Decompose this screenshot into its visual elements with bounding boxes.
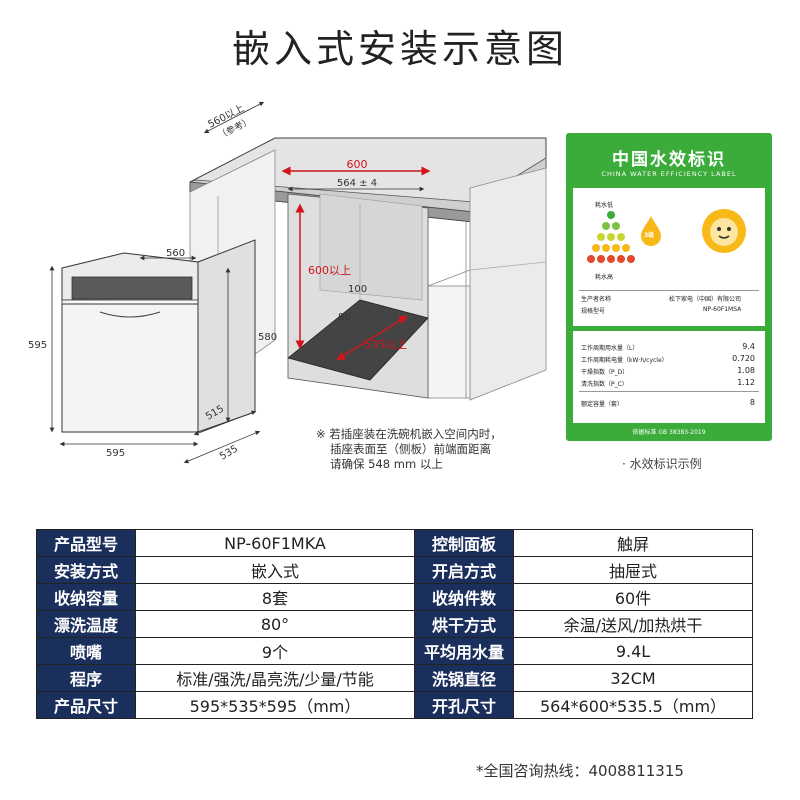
spec-key: 收纳容量: [36, 583, 136, 611]
spec-value: 抽屉式: [513, 556, 753, 584]
spec-key: 控制面板: [414, 529, 514, 557]
dim-80: 80: [338, 312, 351, 323]
spec-key: 喷嘴: [36, 637, 136, 665]
spec-table: 产品型号 NP-60F1MKA 控制面板 触屏 安装方式 嵌入式 开启方式 抽屉…: [36, 529, 753, 719]
spec-value: 595*535*595（mm）: [135, 691, 415, 719]
dim-595-width: 595: [106, 448, 125, 459]
spec-value: 9.4L: [513, 637, 753, 665]
grade-top-text: 耗水低: [595, 202, 614, 209]
spec-value: 32CM: [513, 664, 753, 692]
spec-value: 60件: [513, 583, 753, 611]
dw-515-line: [193, 410, 257, 436]
spec-value: NP-60F1MKA: [135, 529, 415, 557]
table-row: 安装方式 嵌入式 开启方式 抽屉式: [36, 556, 753, 584]
dim-564: 564 ± 4: [337, 178, 377, 189]
spec-key: 烘干方式: [414, 610, 514, 638]
dim-600-up: 600以上: [308, 264, 351, 277]
label-grade-panel: 耗水低 耗水高 3级 生产者名称 松下家电（中国）有限公司 规格型号 NP-60…: [573, 188, 765, 326]
model-value: NP-60F1MSA: [703, 306, 742, 313]
grade-drop-icon: [641, 216, 661, 246]
spec-value: 9个: [135, 637, 415, 665]
water-drop-scale-icon: [587, 211, 635, 263]
spec-value: 触屏: [513, 529, 753, 557]
dim-600: 600: [347, 158, 368, 171]
dim-580: 580: [258, 332, 277, 343]
divider: [579, 391, 759, 392]
spec-value: 564*600*535.5（mm）: [513, 691, 753, 719]
label-row-name: 工作周期用水量（L）: [581, 345, 639, 352]
model-label: 规格型号: [581, 308, 606, 315]
table-row: 漂洗温度 80° 烘干方式 余温/送风/加热烘干: [36, 610, 753, 638]
label-title: 中国水效标识: [612, 150, 726, 170]
grade-badge: 3级: [644, 232, 655, 239]
spec-key: 程序: [36, 664, 136, 692]
note-line: 请确保 548 mm 以上: [330, 457, 443, 471]
spec-key: 安装方式: [36, 556, 136, 584]
label-row-name: 干燥指数（P_D）: [581, 369, 629, 376]
label-caption: · 水效标识示例: [622, 457, 702, 471]
label-row-name: 额定容量（套）: [581, 401, 624, 408]
hotline: *全国咨询热线：4008811315: [476, 762, 684, 780]
spec-key: 漂洗温度: [36, 610, 136, 638]
socket-note: ※ 若插座装在洗碗机嵌入空间内时， 插座表面至（侧板）前端面距离 请确保 548…: [316, 427, 502, 472]
label-row-value: 8: [749, 398, 755, 407]
label-row-value: 1.12: [737, 378, 755, 387]
spec-key: 开孔尺寸: [414, 691, 514, 719]
mascot-icon: [702, 209, 746, 253]
table-row: 产品型号 NP-60F1MKA 控制面板 触屏: [36, 529, 753, 557]
table-row: 程序 标准/强洗/晶亮洗/少量/节能 洗锅直径 32CM: [36, 664, 753, 692]
label-subtitle: CHINA WATER EFFICIENCY LABEL: [601, 170, 737, 178]
dw-535-line: [183, 430, 261, 464]
spec-value: 标准/强洗/晶亮洗/少量/节能: [135, 664, 415, 692]
spec-key: 洗锅直径: [414, 664, 514, 692]
water-efficiency-label: 中国水效标识 CHINA WATER EFFICIENCY LABEL 耗水低 …: [566, 133, 772, 441]
dim-595-height: 595: [28, 340, 47, 351]
spec-key: 开启方式: [414, 556, 514, 584]
dim-535: 535: [218, 444, 240, 463]
label-row-name: 清洗指数（P_C）: [581, 381, 628, 388]
dim-535-up: 535以上: [364, 338, 407, 351]
spec-value: 8套: [135, 583, 415, 611]
spec-value: 80°: [135, 610, 415, 638]
producer-value: 松下家电（中国）有限公司: [669, 296, 742, 303]
label-row-value: 1.08: [737, 366, 755, 375]
spec-key: 平均用水量: [414, 637, 514, 665]
spec-key: 产品型号: [36, 529, 136, 557]
label-row-value: 9.4: [742, 342, 755, 351]
divider: [579, 290, 759, 291]
label-row-name: 工作周期耗电量（kW·h/cycle）: [581, 357, 668, 364]
producer-label: 生产者名称: [581, 296, 612, 303]
depth-560-line: [203, 101, 265, 134]
depth-535-line: [336, 315, 408, 361]
note-line: 插座表面至（侧板）前端面距离: [330, 442, 491, 456]
grade-bottom-text: 耗水高: [595, 274, 614, 281]
dishwasher-unit: [61, 239, 256, 433]
table-row: 收纳容量 8套 收纳件数 60件: [36, 583, 753, 611]
spec-key: 产品尺寸: [36, 691, 136, 719]
label-row-value: 0.720: [732, 354, 755, 363]
label-data-panel: 工作周期用水量（L） 9.4 工作周期耗电量（kW·h/cycle） 0.720…: [573, 331, 765, 423]
table-row: 产品尺寸 595*535*595（mm） 开孔尺寸 564*600*535.5（…: [36, 691, 753, 719]
label-standard: 依据标准 GB 38383-2019: [632, 429, 706, 436]
dim-560: 560: [166, 248, 185, 259]
spec-value: 余温/送风/加热烘干: [513, 610, 753, 638]
spec-value: 嵌入式: [135, 556, 415, 584]
table-row: 喷嘴 9个 平均用水量 9.4L: [36, 637, 753, 665]
spec-key: 收纳件数: [414, 583, 514, 611]
dim-100: 100: [348, 284, 367, 295]
note-line: ※ 若插座装在洗碗机嵌入空间内时，: [316, 427, 502, 441]
page-title: 嵌入式安装示意图: [231, 27, 568, 71]
